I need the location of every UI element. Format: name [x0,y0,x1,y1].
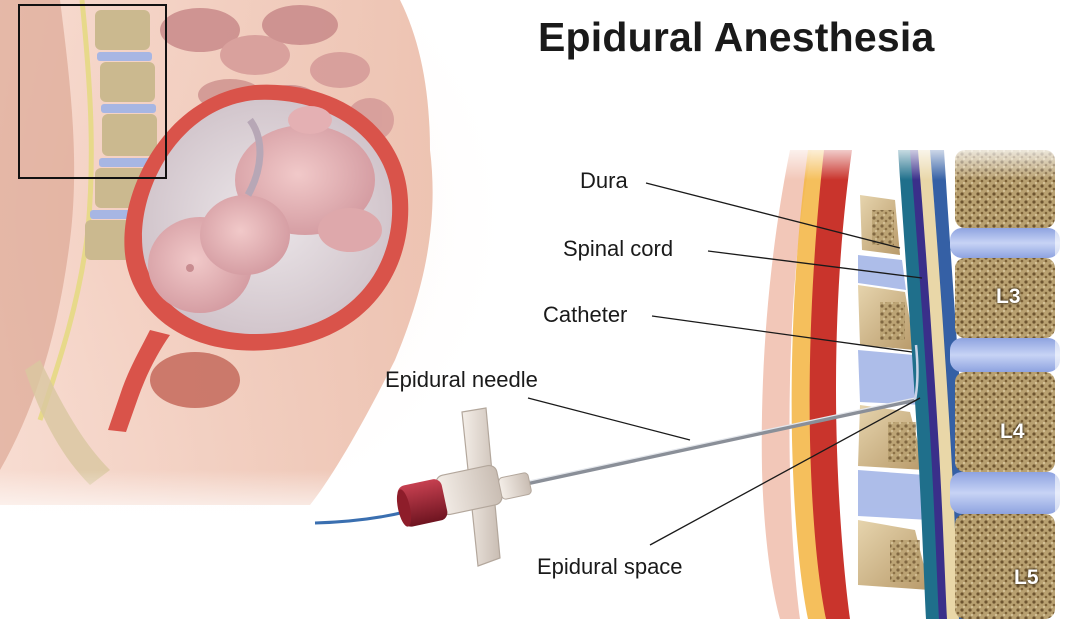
vertebral-bodies [955,150,1055,619]
vertebra-label-l4: L4 [1000,420,1025,444]
bladder [150,352,240,408]
vertebra-label-l5: L5 [1014,566,1039,590]
vertebra-label-l3: L3 [996,285,1021,309]
label-catheter: Catheter [543,302,627,328]
diagram-title: Epidural Anesthesia [538,14,934,61]
label-dura: Dura [580,168,628,194]
label-spinal-cord: Spinal cord [563,236,673,262]
label-epidural-needle: Epidural needle [385,367,538,393]
label-epidural-space: Epidural space [537,554,683,580]
